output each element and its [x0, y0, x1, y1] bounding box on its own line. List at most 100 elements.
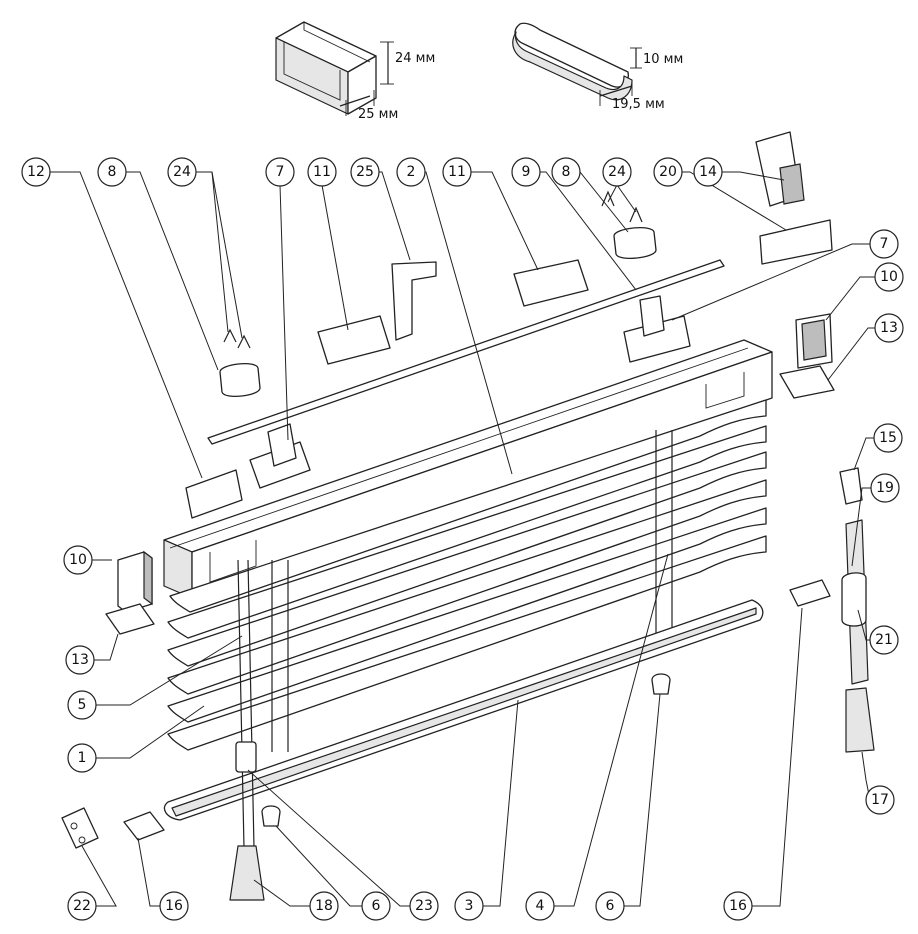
callout-16-right: 16 [723, 891, 753, 921]
callout-15: 15 [873, 423, 903, 453]
callout-11-left: 11 [307, 157, 337, 187]
svg-text:15: 15 [879, 430, 897, 446]
wand-hook [839, 467, 863, 505]
cornice-width-label: 25 мм [358, 107, 398, 122]
callout-19: 19 [870, 473, 900, 503]
callout-10-right: 10 [874, 262, 904, 292]
svg-text:5: 5 [78, 697, 87, 713]
cradle-left [317, 315, 391, 365]
callout-24-right: 24 [602, 157, 632, 187]
svg-text:24: 24 [173, 164, 191, 180]
cord-lock-right [613, 226, 657, 260]
svg-text:22: 22 [73, 898, 91, 914]
slats [167, 399, 767, 751]
wall-mount-plate [61, 807, 99, 849]
bracket-13-right [779, 365, 835, 399]
callout-18: 18 [309, 891, 339, 921]
callout-4: 4 [525, 891, 555, 921]
leader-lines [50, 171, 875, 907]
svg-text:9: 9 [522, 164, 531, 180]
callout-2: 2 [396, 157, 426, 187]
lift-cord [237, 559, 255, 849]
svg-text:23: 23 [415, 898, 433, 914]
svg-text:10: 10 [880, 269, 898, 285]
cornice-height-label: 24 мм [395, 51, 435, 66]
cradle-right [513, 259, 589, 307]
hold-down-bracket-right [651, 673, 671, 695]
svg-text:8: 8 [562, 164, 571, 180]
svg-text:7: 7 [276, 164, 285, 180]
callout-20: 20 [653, 157, 683, 187]
svg-text:18: 18 [315, 898, 333, 914]
cord-lock-bracket [391, 261, 437, 341]
svg-text:7: 7 [880, 236, 889, 252]
svg-text:10: 10 [69, 552, 87, 568]
callout-23: 23 [409, 891, 439, 921]
hold-down-bracket [261, 805, 281, 827]
callout-7-right: 7 [869, 229, 899, 259]
end-cap-right [789, 579, 831, 607]
tilt-mechanism [185, 469, 243, 519]
callout-6-left: 6 [361, 891, 391, 921]
cord-guide-clips-left [223, 328, 251, 349]
callout-13-left: 13 [65, 645, 95, 675]
svg-text:6: 6 [606, 898, 615, 914]
callout-25: 25 [350, 157, 380, 187]
bottom-rail-profile [512, 22, 642, 106]
callout-12: 12 [21, 157, 51, 187]
cord-tassel [229, 845, 265, 901]
bottom-cap-left [123, 811, 165, 841]
svg-text:25: 25 [356, 164, 374, 180]
callout-8-right: 8 [551, 157, 581, 187]
callout-24-left: 24 [167, 157, 197, 187]
bottom-rail-width-label: 19,5 мм [612, 97, 665, 112]
svg-text:11: 11 [313, 164, 331, 180]
callout-13-right: 13 [874, 313, 904, 343]
svg-text:12: 12 [27, 164, 45, 180]
svg-text:24: 24 [608, 164, 626, 180]
svg-text:6: 6 [372, 898, 381, 914]
svg-text:16: 16 [729, 898, 747, 914]
cornice-profile [275, 21, 394, 116]
wand-tip [845, 687, 875, 753]
callout-5: 5 [67, 690, 97, 720]
bracket-20 [759, 219, 833, 265]
bottom-rail-height-label: 10 мм [643, 52, 683, 67]
tilt-gear-left [249, 423, 311, 489]
svg-text:2: 2 [407, 164, 416, 180]
callout-6-right: 6 [595, 891, 625, 921]
callout-16-left: 16 [159, 891, 189, 921]
mounting-bracket-left [105, 603, 155, 635]
callout-14: 14 [693, 157, 723, 187]
svg-text:13: 13 [71, 652, 89, 668]
cord-equalizer [235, 741, 257, 773]
svg-text:17: 17 [871, 792, 889, 808]
wand-connector [841, 572, 867, 627]
ladder-cords [271, 430, 673, 752]
callout-8-left: 8 [97, 157, 127, 187]
svg-text:11: 11 [448, 164, 466, 180]
callout-21: 21 [869, 625, 899, 655]
svg-text:21: 21 [875, 632, 893, 648]
end-cap-left [117, 550, 153, 613]
svg-text:16: 16 [165, 898, 183, 914]
svg-text:3: 3 [465, 898, 474, 914]
tilt-mechanism-14 [755, 131, 805, 207]
svg-text:19: 19 [876, 480, 894, 496]
svg-text:14: 14 [699, 164, 717, 180]
callout-1: 1 [67, 743, 97, 773]
callout-17: 17 [865, 785, 895, 815]
svg-text:4: 4 [536, 898, 545, 914]
valance-clip-right [795, 313, 833, 369]
svg-text:13: 13 [880, 320, 898, 336]
svg-text:8: 8 [108, 164, 117, 180]
tilt-gear-right [623, 295, 691, 363]
callout-10-left: 10 [63, 545, 93, 575]
callout-9: 9 [511, 157, 541, 187]
svg-text:20: 20 [659, 164, 677, 180]
callout-22: 22 [67, 891, 97, 921]
callout-11-right: 11 [442, 157, 472, 187]
cornice-rail [163, 339, 773, 599]
cord-lock-left [219, 362, 261, 398]
